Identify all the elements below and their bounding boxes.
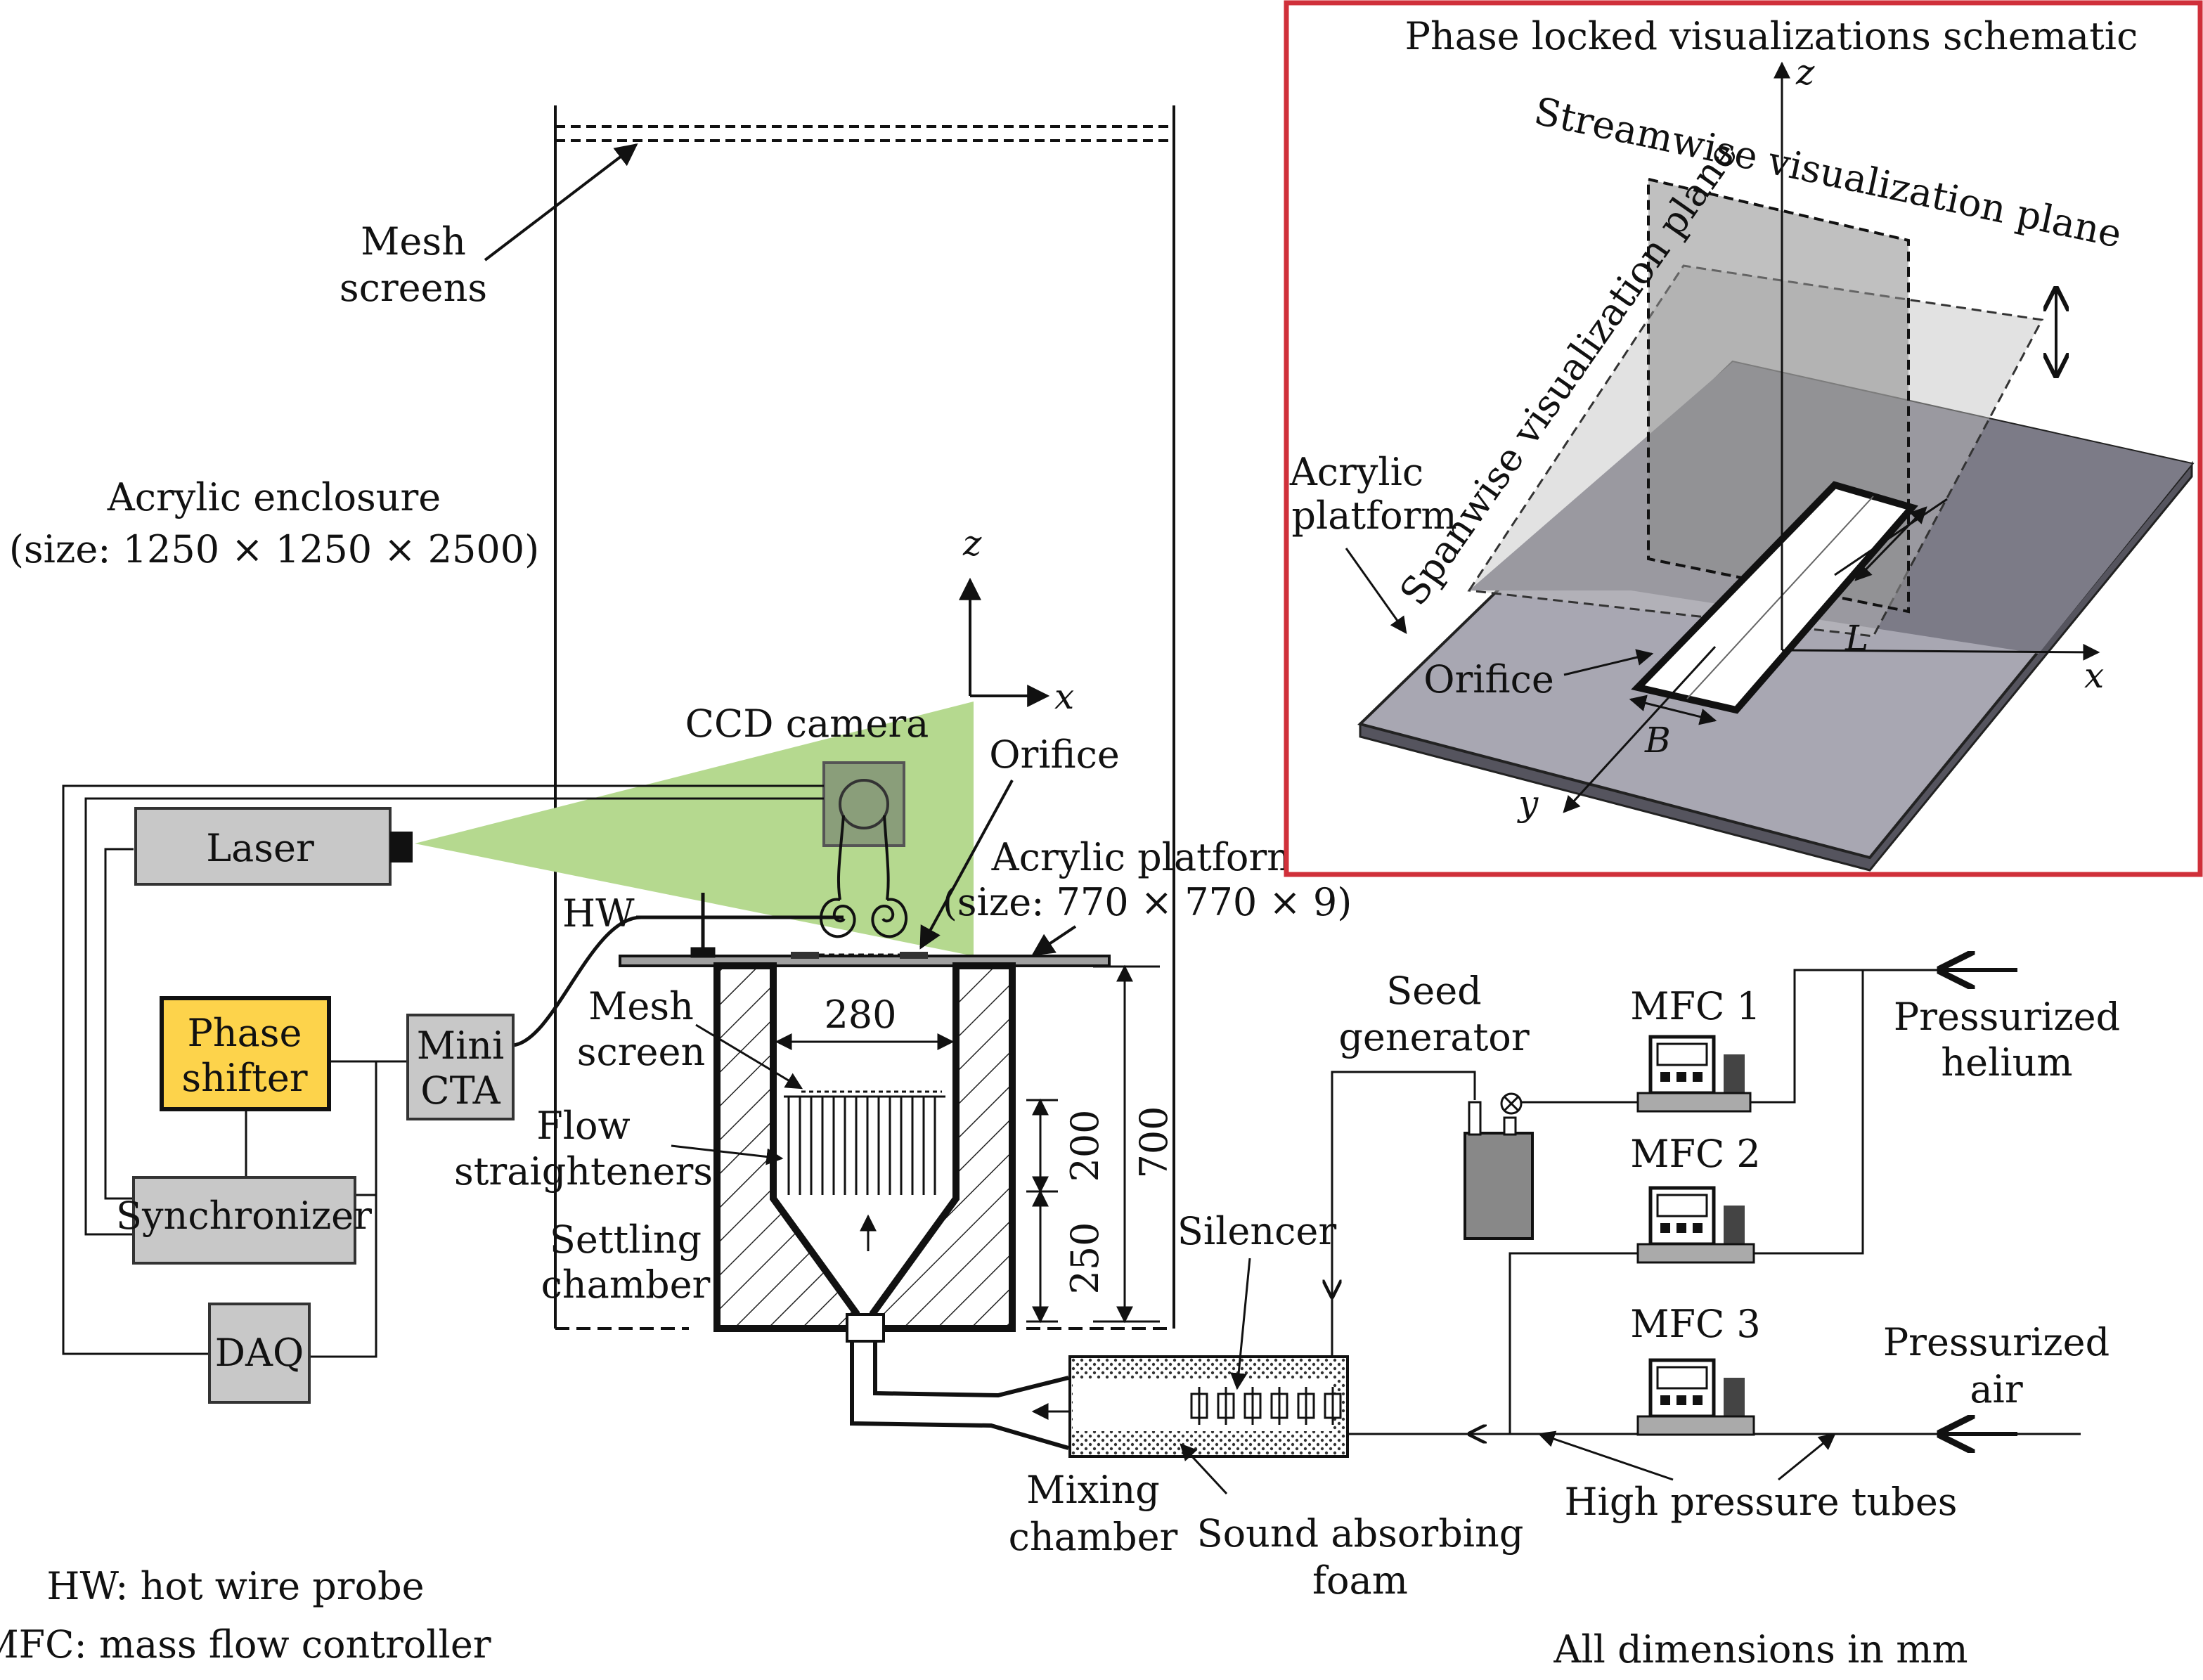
axis-z-label: z: [962, 523, 982, 564]
synchronizer-label: Synchronizer: [116, 1194, 372, 1238]
acrylic-enclosure: [554, 105, 1175, 1330]
mfc-1-label: MFC 1: [1630, 984, 1761, 1028]
inset-L-dimension: [1854, 506, 1927, 581]
orifice-label: Orifice: [989, 732, 1120, 777]
axis-x-label: x: [1054, 676, 1074, 717]
high-pressure-tubes-label: High pressure tubes: [1564, 1480, 1957, 1524]
mesh-screens-label-1: Mesh: [361, 219, 466, 264]
acrylic-platform-label-1: Acrylic platform: [991, 835, 1303, 879]
supply-tubes: [850, 1341, 1069, 1450]
vertical-dimensions: [1026, 964, 1160, 1324]
inset-orifice-label: Orifice: [1423, 657, 1554, 702]
mini-cta-box: [406, 1014, 515, 1120]
dim-250-label: 250: [1063, 1222, 1107, 1294]
seed-generator-label-2: generator: [1338, 1015, 1529, 1059]
settling-chamber-label-2: chamber: [541, 1262, 711, 1307]
mesh-screens-pointer: [484, 143, 638, 261]
pressurized-air-label-2: air: [1970, 1367, 2022, 1411]
hw-definition: HW: hot wire probe: [46, 1564, 424, 1608]
ccd-camera-label: CCD camera: [685, 702, 929, 746]
mesh-screen-label-2: screen: [577, 1030, 705, 1074]
flow-straighteners-pointer: [671, 1144, 784, 1165]
inset-title: Phase locked visualizations schematic: [1405, 14, 2138, 58]
mfc-1-unit: [1636, 1035, 1752, 1113]
mfc-2-unit: [1636, 1186, 1755, 1264]
pressurized-helium-label-1: Pressurized: [1894, 995, 2120, 1039]
acrylic-platform-pointer: [1031, 925, 1077, 956]
mfc-2-label: MFC 2: [1630, 1132, 1761, 1176]
flow-straighteners: [784, 1095, 945, 1195]
silencer-element-icon: [1190, 1387, 1342, 1425]
daq-box: [208, 1303, 311, 1404]
flow-straighteners-label-1: Flow: [536, 1104, 630, 1148]
mesh-screens-label-2: screens: [340, 266, 487, 310]
inset-orifice-pointer: [1563, 649, 1654, 676]
phase-shifter-box: [160, 996, 331, 1111]
mixing-chamber: [1068, 1355, 1349, 1458]
flow-straighteners-label-2: straighteners: [454, 1149, 713, 1194]
enclosure-label-2: (size: 1250 × 1250 × 2500): [9, 527, 539, 571]
silencer-label: Silencer: [1177, 1209, 1336, 1253]
inset-B-dimension: [1629, 694, 1717, 725]
phase-shifter-label-1: Phase: [188, 1011, 302, 1055]
sound-foam-label-1: Sound absorbing: [1197, 1511, 1524, 1556]
phase-shifter-label-2: shifter: [181, 1056, 307, 1100]
camera-lens-icon: [839, 779, 889, 829]
inset-L-label: L: [1845, 618, 1868, 659]
hw-label: HW: [562, 891, 635, 936]
hp-tube-pointer-right: [1778, 1433, 1836, 1481]
mfc-3-label: MFC 3: [1630, 1302, 1761, 1346]
dim-200-label: 200: [1063, 1109, 1107, 1182]
laser-device: [134, 807, 413, 886]
inset-acrylic-pointer: [1345, 548, 1407, 634]
pressurized-helium-label-2: helium: [1941, 1040, 2072, 1085]
seed-generator-label-1: Seed: [1386, 969, 1481, 1013]
enclosure-label-1: Acrylic enclosure: [107, 475, 441, 519]
orifice-pointer: [919, 780, 1014, 950]
inset-acrylic-label-2: platform: [1291, 493, 1456, 538]
hp-tube-pointer-left: [1537, 1430, 1674, 1481]
daq-label: DAQ: [215, 1331, 304, 1375]
mesh-screen-label-1: Mesh: [588, 984, 694, 1028]
mixing-chamber-label-1: Mixing: [1026, 1468, 1160, 1512]
acrylic-platform-label-2: (size: 770 × 770 × 9): [943, 880, 1352, 924]
inset-acrylic-label-1: Acrylic: [1289, 450, 1423, 494]
laser-label: Laser: [206, 826, 314, 870]
hot-wire-probe: [512, 893, 844, 1047]
main-axes: z x: [959, 523, 1074, 717]
ccd-camera: [822, 761, 905, 847]
mini-cta-label-2: CTA: [420, 1068, 500, 1113]
sound-foam-label-2: foam: [1312, 1558, 1408, 1603]
pressurized-air-label-1: Pressurized: [1883, 1320, 2110, 1364]
mfc-3-unit: [1636, 1358, 1755, 1436]
mini-cta-label-1: Mini: [417, 1023, 505, 1068]
dim-700-label: 700: [1132, 1106, 1176, 1178]
seed-generator: [1464, 1092, 1534, 1240]
settling-chamber-label-1: Settling: [550, 1217, 702, 1262]
inset-axis-z: z: [1795, 52, 1815, 93]
inset-schematic: Phase locked visualizations schematic z …: [1284, 0, 2203, 877]
silencer-pointer: [1230, 1258, 1251, 1390]
sound-foam-pointer: [1180, 1443, 1228, 1495]
mixing-chamber-label-2: chamber: [1009, 1515, 1178, 1559]
settling-chamber: [713, 962, 1016, 1343]
dim-280-label: 280: [824, 993, 896, 1037]
inset-B-label: B: [1644, 720, 1671, 761]
synchronizer-box: [132, 1176, 356, 1265]
signal-wires: [62, 784, 824, 1358]
mesh-screen-pointer: [695, 1023, 803, 1090]
inset-axis-y: y: [1517, 783, 1539, 824]
dimensions-note: All dimensions in mm: [1553, 1627, 1968, 1672]
inset-axis-x: x: [2084, 655, 2104, 696]
mfc-definition: MFC: mass flow controller: [0, 1622, 491, 1667]
